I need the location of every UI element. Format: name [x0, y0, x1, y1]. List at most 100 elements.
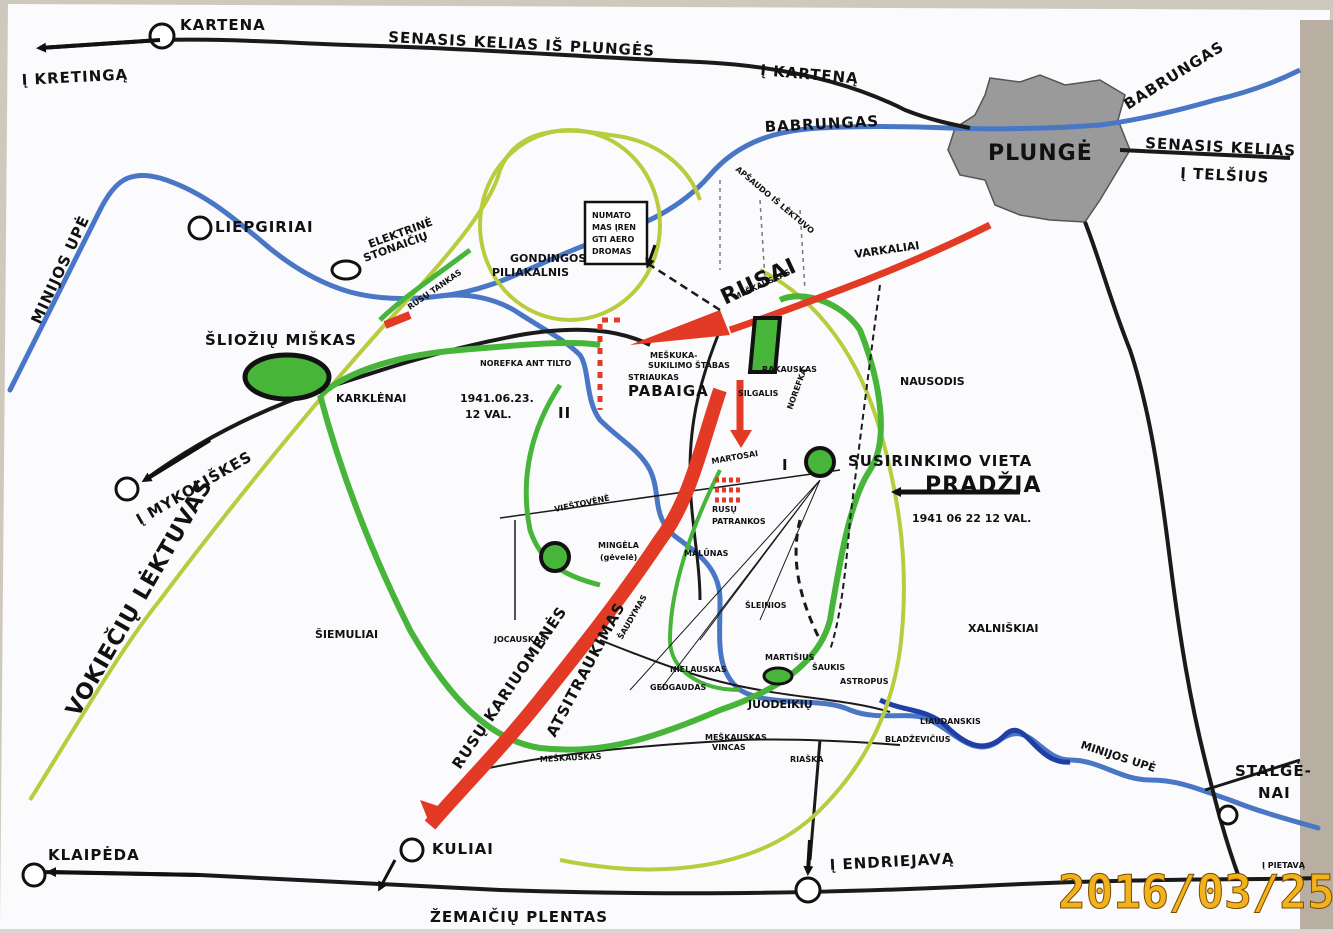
label-astropus: ASTROPUS — [840, 677, 889, 686]
dashed-line-aerodrome — [649, 263, 721, 312]
label-martisius: MARTIŠIUS — [765, 651, 815, 662]
label-numato-3: GTI AERO — [592, 235, 634, 244]
road-karklenai-mykoliskes — [143, 327, 651, 482]
road-to-endriejava — [808, 739, 822, 861]
label-pabaiga: PABAIGA — [628, 382, 709, 400]
label-striaukas: STRIAUKAS — [628, 373, 679, 382]
label-liaudanskis: LIAUDANSKIS — [920, 717, 981, 726]
label-mingela: MINGĖLA — [598, 540, 640, 550]
arrow-to-endriejava — [803, 839, 814, 876]
local-road-meskauskas — [479, 738, 901, 771]
label-riaska: RIAŠKA — [790, 753, 824, 764]
label-date-end-1: 1941.06.23. — [460, 392, 534, 405]
plane-path-east — [559, 268, 906, 872]
dashed-line-east — [829, 284, 881, 651]
kartena-marker — [148, 22, 176, 50]
road-to-stalgenai — [1204, 758, 1301, 792]
label-susirinkimo: SUSIRINKIMO VIETA — [848, 452, 1032, 470]
label-jacauskas: JOCAUSKAS — [493, 635, 546, 644]
old-road-to-kartena — [39, 37, 971, 130]
rusai-position-symbol — [747, 316, 783, 374]
label-meskuka-2: SUKILIMO ŠTABAS — [648, 359, 730, 370]
label-pradzia: PRADŽIA — [925, 472, 1042, 498]
old-road-to-telsiai — [1119, 148, 1291, 160]
plane-fire-lines — [719, 180, 806, 291]
aerodrome-box — [583, 200, 649, 266]
label-roman-one: I — [782, 456, 789, 474]
label-plunge: PLUNGĖ — [988, 140, 1093, 166]
label-kretinga: Į KRETINGĄ — [21, 65, 128, 89]
label-stalge-2: NAI — [1258, 784, 1291, 802]
russian-retreat-arrowhead — [420, 800, 450, 825]
arrow-to-kretinga — [36, 38, 161, 53]
photo-timestamp: 2016/03/25 — [1058, 865, 1333, 919]
local-road-juodeikiai — [599, 639, 891, 713]
label-piliakalnis: PILIAKALNIS — [492, 266, 569, 279]
meeting-point-symbol — [804, 446, 836, 478]
dashed-line-center — [794, 519, 822, 641]
zemaiciu-plentas-road — [39, 870, 1321, 896]
fire-lines-center — [629, 479, 821, 691]
label-sleinios: ŠLEINIOS — [745, 599, 787, 610]
label-slioziu-miskas: ŠLIOŽIŲ MIŠKAS — [205, 330, 357, 349]
paper-sheet — [0, 4, 1330, 929]
label-pietava: Į PIETAVĄ — [1262, 861, 1306, 870]
viestovene-point-symbol — [539, 541, 571, 573]
label-siemuliai: ŠIEMULIAI — [315, 628, 378, 641]
partisan-route-inner — [667, 469, 741, 692]
martisius-point-symbol — [762, 666, 794, 686]
label-klaipeda: KLAIPĖDA — [48, 845, 140, 864]
label-bladzevicius: BLADŽEVIČIUS — [885, 733, 951, 744]
label-meskauskas-vincas-1: MEŠKAUSKAS — [705, 731, 767, 742]
label-silgalis: SILGALIS — [738, 389, 779, 398]
label-kuliai: KULIAI — [432, 840, 494, 858]
arrow-to-mykoliskes — [141, 438, 212, 483]
minija-river — [7, 172, 1321, 831]
label-telsiai: Į TELŠIUS — [1180, 163, 1270, 187]
russian-tank-mark — [383, 311, 412, 329]
label-nielauskas: NIELAUSKAS — [670, 665, 727, 674]
label-xalniskiai: XALNIŠKIAI — [968, 622, 1038, 635]
partisan-route-green — [317, 293, 884, 753]
arrow-from-kuliai — [378, 859, 397, 892]
stalgenai-marker — [1217, 804, 1239, 826]
label-rakauskas: RAKAUSKAS — [762, 365, 817, 374]
label-gedgaudas: GEDGAUDAS — [650, 683, 707, 692]
label-norefka-tilto: NOREFKA ANT TILTO — [480, 359, 572, 368]
label-karklenai: KARKLĖNAI — [336, 391, 406, 405]
partisan-route-north — [318, 339, 601, 398]
frame-edge — [1300, 20, 1333, 929]
arrow-aerodrome — [645, 244, 657, 269]
minija-river-dark-segment — [878, 697, 1071, 765]
partisan-route-nw — [378, 247, 472, 322]
label-gondingos: GONDINGOS — [510, 252, 586, 265]
label-malunas: MALŪNAS — [684, 548, 729, 558]
endriejava-marker — [794, 876, 822, 904]
label-rusu-patrankos-1: RUSŲ — [712, 505, 737, 514]
label-gevele: (gėvelė) — [600, 553, 637, 562]
label-numato-4: DROMAS — [592, 247, 632, 256]
label-meskuka-1: MEŠKUKA- — [650, 349, 697, 360]
slioziu-forest-symbol — [242, 352, 332, 402]
label-numato-1: NUMATO — [592, 211, 631, 220]
russian-arrow-south-head — [730, 430, 752, 448]
label-roman-two: II — [558, 404, 571, 422]
kuliai-marker — [399, 837, 425, 863]
label-saukis: ŠAUKIS — [812, 661, 845, 672]
russian-retreat-route — [424, 387, 727, 830]
label-date-end-2: 12 VAL. — [465, 408, 512, 421]
label-numato-2: MAS ĮREN — [592, 223, 636, 232]
russian-arrow-west — [630, 310, 730, 345]
arrow-to-klaipeda — [46, 867, 201, 878]
label-zemaiciu-plentas: ŽEMAIČIŲ PLENTAS — [430, 907, 608, 926]
label-juodeikiu: JUODEIKIŲ — [747, 698, 813, 711]
label-date-start: 1941 06 22 12 VAL. — [912, 512, 1031, 525]
electric-plant-marker — [330, 259, 362, 281]
mykoliskes-marker — [114, 476, 140, 502]
liepgiriai-marker — [187, 215, 213, 241]
label-nausodis: NAUSODIS — [900, 375, 965, 388]
label-stalge-1: STALGĖ- — [1235, 761, 1312, 780]
label-rusu-patrankos-2: PATRANKOS — [712, 517, 766, 526]
